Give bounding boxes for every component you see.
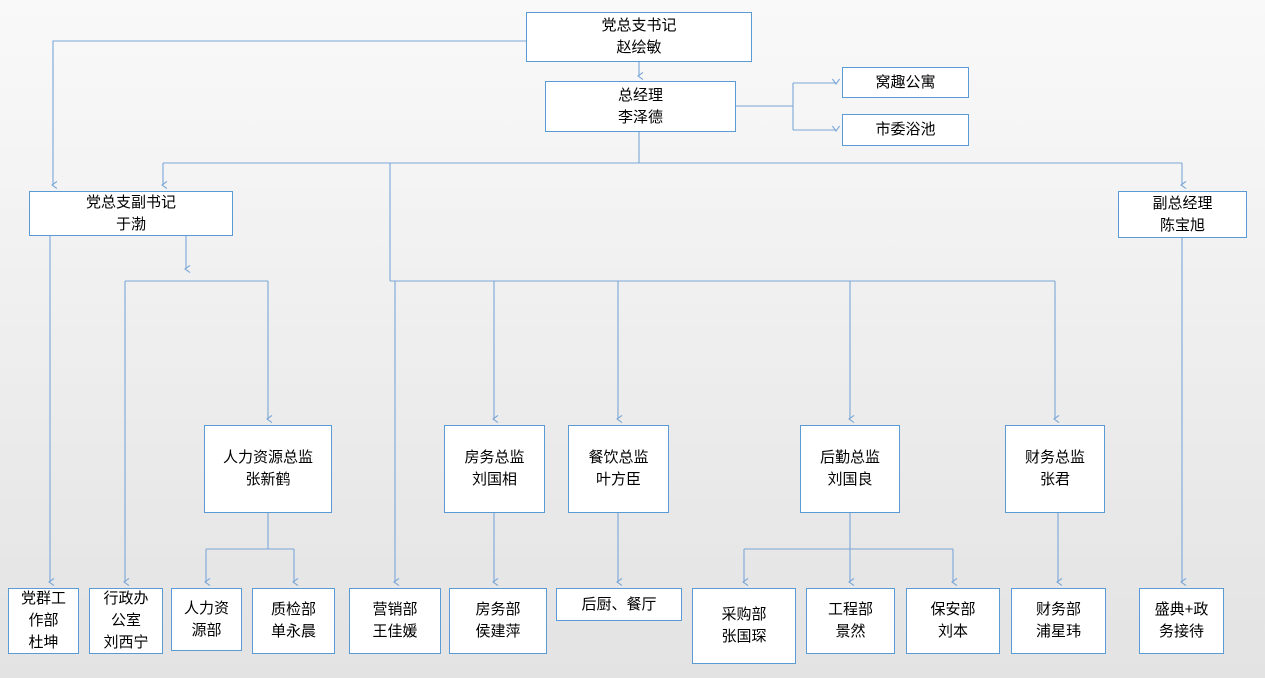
- node-title: 总经理: [617, 86, 663, 104]
- node-title: 工程部: [827, 601, 873, 619]
- node-title: 副总经理: [1152, 194, 1213, 212]
- node-title: 房务总监: [464, 449, 525, 467]
- node-qc-dept[interactable]: 质检部单永晨: [252, 588, 335, 654]
- node-person: 杜坤: [28, 633, 59, 651]
- node-hr-director[interactable]: 人力资源总监张新鹤: [204, 425, 332, 513]
- node-party-mass-dept[interactable]: 党群工 作部杜坤: [8, 588, 79, 654]
- node-admin-office[interactable]: 行政办 公室刘西宁: [89, 588, 163, 654]
- node-fb-director[interactable]: 餐饮总监叶方臣: [568, 425, 669, 513]
- node-finance-director[interactable]: 财务总监张君: [1005, 425, 1105, 513]
- node-shiwei-bathhouse[interactable]: 市委浴池: [842, 114, 969, 146]
- node-title: 采购部: [721, 606, 767, 624]
- node-woqu-apartment[interactable]: 窝趣公寓: [842, 67, 969, 98]
- edge-secretary-to-deputy-secretary: [51, 40, 526, 190]
- node-rooms-dept[interactable]: 房务部侯建萍: [449, 588, 547, 654]
- node-person: 侯建萍: [475, 623, 521, 640]
- node-rooms-director[interactable]: 房务总监刘国相: [444, 425, 545, 513]
- node-security-dept[interactable]: 保安部刘本: [906, 588, 1000, 654]
- node-person: 张新鹤: [245, 471, 291, 488]
- node-title: 餐饮总监: [588, 449, 649, 467]
- node-person: 赵绘敏: [616, 39, 662, 56]
- node-logistics-director[interactable]: 后勤总监刘国良: [800, 425, 900, 513]
- node-title: 质检部: [270, 601, 316, 619]
- node-person: 景然: [835, 623, 866, 640]
- node-person: 刘国良: [827, 471, 873, 488]
- node-party-secretary[interactable]: 党总支书记赵绘敏: [526, 12, 752, 62]
- node-marketing-dept[interactable]: 营销部王佳媛: [349, 588, 441, 654]
- node-title: 盛典+政 务接待: [1154, 601, 1209, 640]
- node-person: 张君: [1039, 471, 1070, 488]
- node-title: 窝趣公寓: [875, 73, 936, 91]
- node-hr-dept[interactable]: 人力资 源部: [171, 588, 242, 651]
- node-party-deputy-secretary[interactable]: 党总支副书记于渤: [29, 191, 233, 236]
- node-person: 于渤: [115, 215, 146, 233]
- node-deputy-gm[interactable]: 副总经理陈宝旭: [1118, 191, 1247, 238]
- node-title: 营销部: [372, 601, 418, 619]
- node-title: 市委浴池: [875, 121, 936, 139]
- node-general-manager[interactable]: 总经理李泽德: [545, 81, 736, 132]
- node-title: 党总支书记: [601, 17, 677, 35]
- node-kitchen-restaurant[interactable]: 后厨、餐厅: [556, 588, 682, 621]
- node-person: 陈宝旭: [1159, 216, 1205, 234]
- node-title: 党群工 作部: [20, 590, 66, 630]
- node-engineering-dept[interactable]: 工程部景然: [806, 588, 895, 654]
- node-title: 保安部: [930, 601, 976, 619]
- node-person: 刘国相: [471, 471, 517, 488]
- node-person: 单永晨: [270, 623, 316, 640]
- node-title: 后厨、餐厅: [581, 595, 657, 613]
- node-purchasing-dept[interactable]: 采购部张国琛: [692, 588, 796, 664]
- node-ceremony-reception[interactable]: 盛典+政 务接待: [1139, 588, 1224, 654]
- node-title: 财务部: [1035, 601, 1081, 619]
- node-person: 李泽德: [617, 108, 663, 126]
- node-title: 财务总监: [1024, 449, 1085, 467]
- node-person: 叶方臣: [595, 471, 641, 488]
- node-title: 后勤总监: [819, 449, 880, 467]
- node-title: 房务部: [475, 601, 521, 619]
- node-person: 刘西宁: [103, 633, 149, 651]
- node-title: 党总支副书记: [85, 193, 176, 211]
- node-person: 刘本: [937, 623, 968, 640]
- node-person: 浦星玮: [1035, 623, 1081, 640]
- node-title: 人力资源总监: [222, 449, 313, 467]
- node-finance-dept[interactable]: 财务部浦星玮: [1011, 588, 1106, 654]
- node-person: 张国琛: [721, 628, 767, 645]
- node-title: 人力资 源部: [183, 599, 229, 639]
- node-person: 王佳媛: [372, 623, 418, 640]
- node-title: 行政办 公室: [103, 590, 149, 630]
